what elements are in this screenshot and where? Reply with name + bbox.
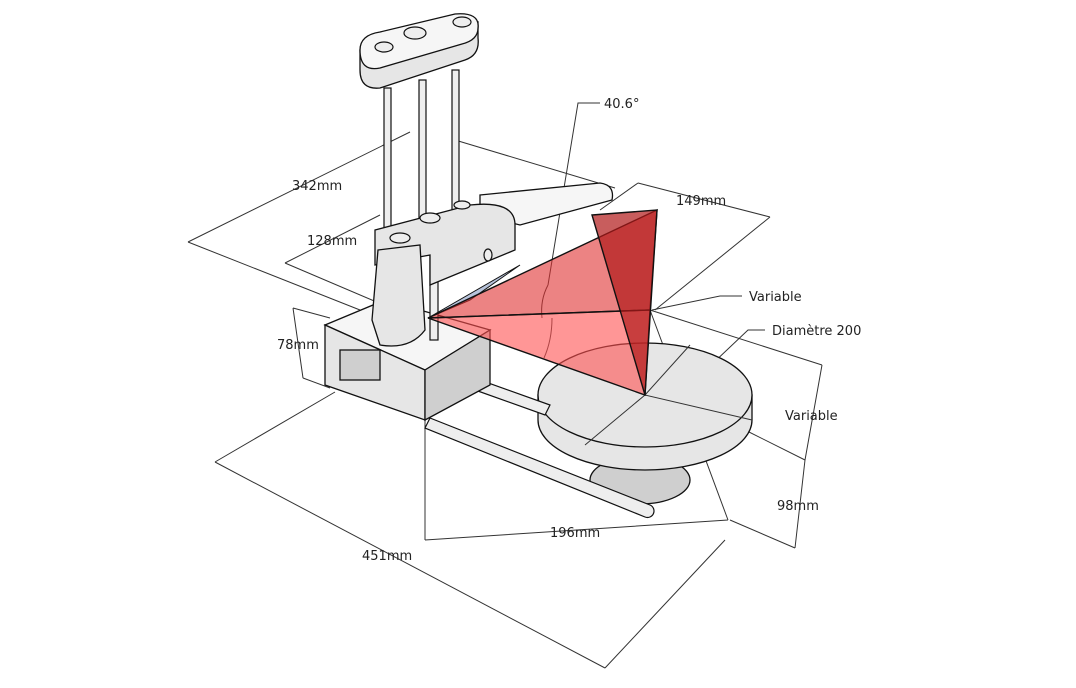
dim-78-line (292, 307, 331, 389)
label-78mm: 78mm (277, 338, 319, 353)
dimension-lines (187, 102, 823, 669)
label-diameter: Diamètre 200 (772, 324, 861, 339)
cone-face-side (591, 209, 658, 396)
label-451mm: 451mm (362, 549, 412, 564)
rails (424, 379, 655, 519)
label-196mm: 196mm (550, 526, 600, 541)
top-plate (359, 13, 479, 89)
dim-149-line (599, 182, 771, 311)
work-cone (427, 208, 658, 396)
label-128mm: 128mm (307, 234, 357, 249)
leader-variable-top (651, 295, 742, 311)
dim-98-line (729, 429, 806, 549)
dimension-labels: 40.6° 149mm 342mm 128mm Variable Diamètr… (277, 97, 861, 564)
dim-342-line (187, 131, 616, 311)
dim-451-line (214, 391, 726, 669)
leader-angle (547, 102, 600, 286)
label-98mm: 98mm (777, 499, 819, 514)
scara-arms (371, 182, 614, 347)
label-variable-top: Variable (749, 290, 802, 305)
dim-variable-right-line (649, 309, 823, 461)
label-342mm: 342mm (292, 179, 342, 194)
label-variable-right: Variable (785, 409, 838, 424)
label-angle: 40.6° (604, 97, 639, 112)
label-149mm: 149mm (676, 194, 726, 209)
